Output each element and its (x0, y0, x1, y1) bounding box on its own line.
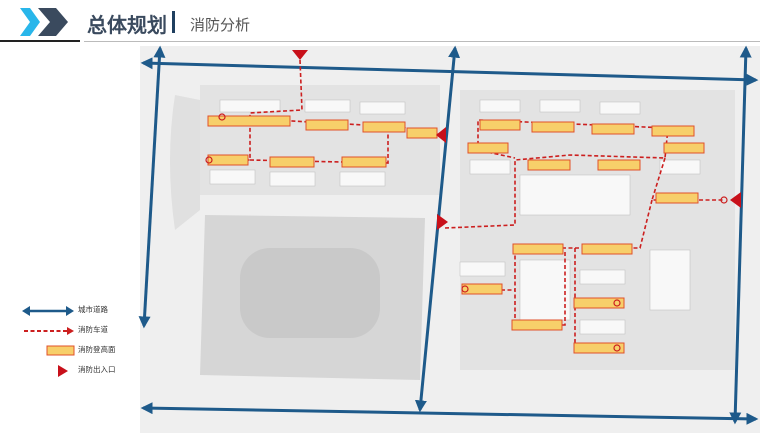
climbing-faces (207, 115, 705, 354)
climbing-face (573, 297, 625, 309)
divider (172, 11, 175, 33)
climbing-face (581, 243, 633, 255)
climbing-face (512, 243, 564, 255)
legend-label: 城市道路 (78, 305, 108, 314)
legend-item: 城市道路 (20, 303, 150, 319)
climbing-face (531, 121, 575, 133)
blue-double-arrow-icon (22, 306, 74, 316)
climbing-face (655, 192, 699, 204)
climbing-face (527, 159, 571, 171)
red-dashed-arrow-icon (24, 327, 74, 335)
climbing-face (591, 123, 635, 135)
climbing-face (305, 119, 349, 131)
climbing-face (663, 142, 705, 154)
city-road (138, 45, 166, 329)
red-triangle-icon (58, 365, 68, 377)
climbing-face (406, 127, 438, 139)
legend-label: 消防车道 (78, 325, 108, 334)
page-subtitle: 消防分析 (190, 16, 251, 34)
climbing-face (597, 159, 641, 171)
climbing-face (511, 319, 563, 331)
climbing-face (479, 119, 521, 131)
legend-item: 消防车道 (20, 323, 150, 339)
climbing-face (467, 142, 509, 154)
fire-entrances (292, 50, 741, 230)
legend-item: 消防登高面 (20, 343, 150, 359)
climbing-face (573, 342, 625, 354)
legend-label: 消防出入口 (78, 365, 116, 374)
header: 总体规划 消防分析 (0, 0, 760, 42)
city-road (729, 45, 752, 425)
legend-item: 消防出入口 (20, 363, 150, 379)
legend-label: 消防登高面 (78, 345, 116, 354)
climbing-face (362, 121, 406, 133)
city-road (140, 402, 759, 425)
climbing-face (651, 125, 695, 137)
chevron-logo-icon (20, 8, 68, 36)
yellow-rect-icon (46, 345, 75, 356)
fire-entrance-icon (437, 214, 448, 230)
climbing-face (269, 156, 315, 168)
fire-entrance-icon (730, 192, 741, 208)
divider (84, 41, 760, 42)
climbing-face (207, 115, 291, 127)
fire-entrance-icon (436, 127, 446, 143)
page-title: 总体规划 (87, 13, 167, 37)
divider (0, 40, 80, 42)
climbing-face (207, 154, 249, 166)
fire-entrance-icon (292, 50, 308, 60)
climbing-face (341, 156, 387, 168)
